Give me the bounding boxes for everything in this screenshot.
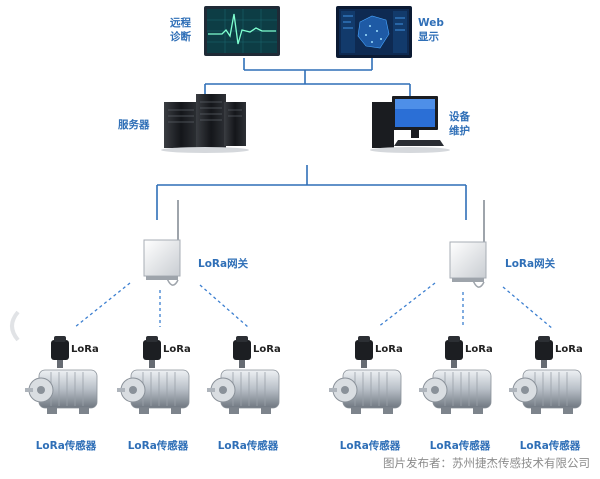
lora-badge: LoRa (71, 344, 99, 355)
motor-with-sensor-image (117, 336, 190, 414)
lora-badge: LoRa (375, 344, 403, 355)
gateway-right-label: LoRa网关 (505, 258, 556, 270)
web-display-label: Web 显示 (418, 17, 444, 43)
sensor-label: LoRa传感器 (127, 440, 189, 452)
maintenance-label: 设备 维护 (449, 111, 470, 137)
workstation-image (370, 96, 450, 153)
scroll-arrow-icon (10, 310, 20, 342)
motor-with-sensor-image (25, 336, 98, 414)
motor-with-sensor-image (207, 336, 280, 414)
gateway-right-image (449, 200, 487, 288)
ecg-monitor-image (204, 6, 280, 56)
top-links (156, 58, 467, 220)
server-rack-image (161, 94, 249, 153)
server-label: 服务器 (118, 119, 150, 131)
lora-badge: LoRa (555, 344, 583, 355)
lora-badge: LoRa (253, 344, 281, 355)
motor-with-sensor-image (329, 336, 402, 414)
remote-diagnosis-label: 远程 诊断 (170, 17, 191, 43)
gateway-left-label: LoRa网关 (198, 258, 249, 270)
gateway-left-image (143, 200, 181, 286)
sensor-label: LoRa传感器 (339, 440, 401, 452)
sensor-label: LoRa传感器 (519, 440, 581, 452)
lora-badge: LoRa (465, 344, 493, 355)
motor-with-sensor-image (509, 336, 582, 414)
motor-with-sensor-image (419, 336, 492, 414)
sensor-label: LoRa传感器 (35, 440, 97, 452)
lora-badge: LoRa (163, 344, 191, 355)
wireless-links (74, 282, 554, 330)
web-dashboard-image (336, 6, 412, 58)
image-credit: 图片发布者：苏州捷杰传感技术有限公司 (383, 456, 590, 470)
sensor-label: LoRa传感器 (429, 440, 491, 452)
sensor-label: LoRa传感器 (217, 440, 279, 452)
